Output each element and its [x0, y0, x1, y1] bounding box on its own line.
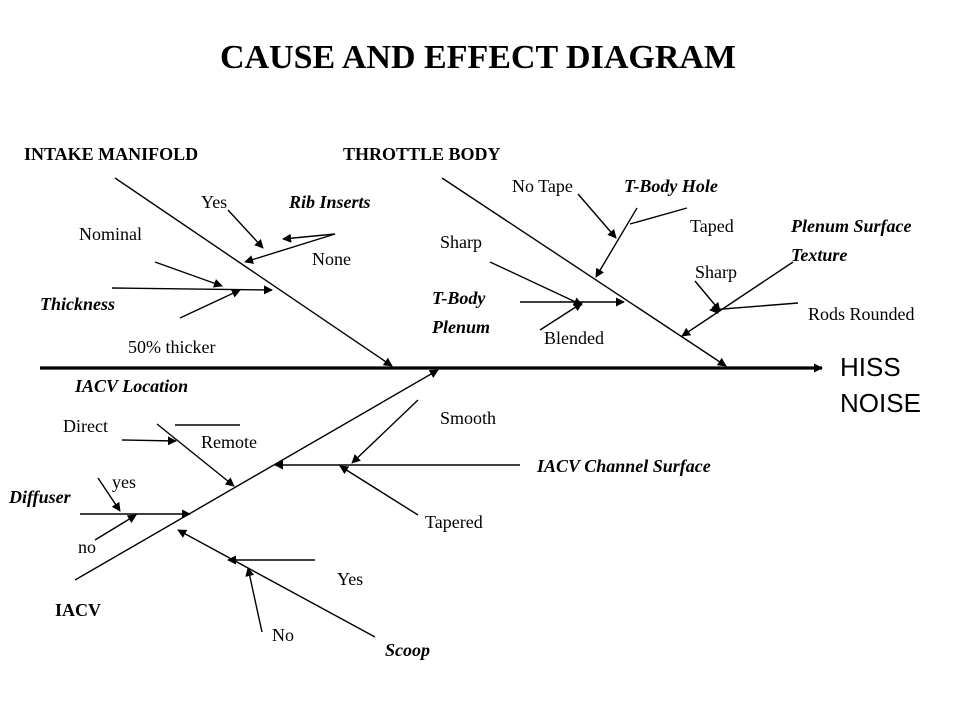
label-diffuser: Diffuser — [8, 487, 72, 507]
label-rib-none: None — [312, 249, 351, 269]
label-nominal: Nominal — [79, 224, 142, 244]
label-sharp-plenum: Sharp — [440, 232, 482, 252]
label-blended: Blended — [544, 328, 604, 348]
label-remote: Remote — [201, 432, 257, 452]
arrow-diffuser-no — [94, 514, 137, 541]
arrow-sharp-surface — [694, 280, 721, 312]
label-thickness: Thickness — [40, 294, 115, 314]
category-intake-manifold: INTAKE MANIFOLD — [24, 144, 198, 164]
category-iacv-location: IACV Location — [74, 376, 188, 396]
arrow-nominal — [154, 261, 223, 288]
line-taped — [629, 207, 688, 225]
label-rib-inserts: Rib Inserts — [288, 192, 371, 212]
arrow-sharp-plenum — [489, 261, 583, 306]
arrow-rib-inserts — [244, 233, 336, 264]
label-scoop: Scoop — [385, 640, 430, 660]
label-rib-yes: Yes — [201, 192, 227, 212]
label-diffuser-no: no — [78, 537, 96, 557]
label-no-tape: No Tape — [512, 176, 573, 196]
bone-intake-manifold — [114, 177, 393, 367]
label-rods-rounded: Rods Rounded — [808, 304, 915, 324]
label-scoop-yes: Yes — [337, 569, 363, 589]
diagram-title: CAUSE AND EFFECT DIAGRAM — [220, 39, 736, 76]
arrow-scoop-no — [245, 567, 263, 633]
category-throttle-body: THROTTLE BODY — [343, 144, 501, 164]
label-50-thicker: 50% thicker — [128, 337, 215, 357]
label-direct: Direct — [63, 416, 108, 436]
arrow-direct — [121, 436, 177, 446]
label-plenum-surface-line1: Plenum Surface — [790, 216, 912, 236]
label-tbody-plenum-line2: Plenum — [431, 317, 490, 337]
bone-throttle-body — [441, 177, 727, 367]
label-sharp-surface: Sharp — [695, 262, 737, 282]
arrow-scoop — [177, 529, 376, 638]
arrow-rods-rounded — [709, 302, 799, 314]
label-taped: Taped — [690, 216, 734, 236]
arrow-plenum-surface — [681, 261, 794, 337]
label-diffuser-yes: yes — [112, 472, 136, 492]
arrow-50-thicker — [179, 289, 241, 319]
arrow-diffuser-yes — [97, 477, 121, 512]
arrow-thickness — [111, 285, 273, 295]
effect-label-line1: HISS — [840, 352, 901, 382]
arrow-smooth — [351, 399, 419, 464]
arrow-iacv-location — [156, 423, 235, 487]
label-tapered: Tapered — [425, 512, 483, 532]
arrow-tapered — [339, 465, 419, 516]
label-smooth: Smooth — [440, 408, 496, 428]
arrow-blended — [539, 302, 583, 331]
arrow-rib-yes — [227, 209, 264, 249]
effect-label-line2: NOISE — [840, 388, 921, 418]
label-iacv-channel-surface: IACV Channel Surface — [536, 456, 711, 476]
arrow-rib-none — [282, 233, 336, 243]
label-plenum-surface-line2: Texture — [791, 245, 847, 265]
arrow-no-tape — [577, 193, 617, 239]
label-tbody-plenum-line1: T-Body — [432, 288, 486, 308]
arrow-tbody-hole — [595, 207, 638, 278]
category-iacv: IACV — [55, 600, 101, 620]
label-tbody-hole: T-Body Hole — [624, 176, 718, 196]
label-scoop-no: No — [272, 625, 294, 645]
bone-iacv — [74, 369, 439, 581]
